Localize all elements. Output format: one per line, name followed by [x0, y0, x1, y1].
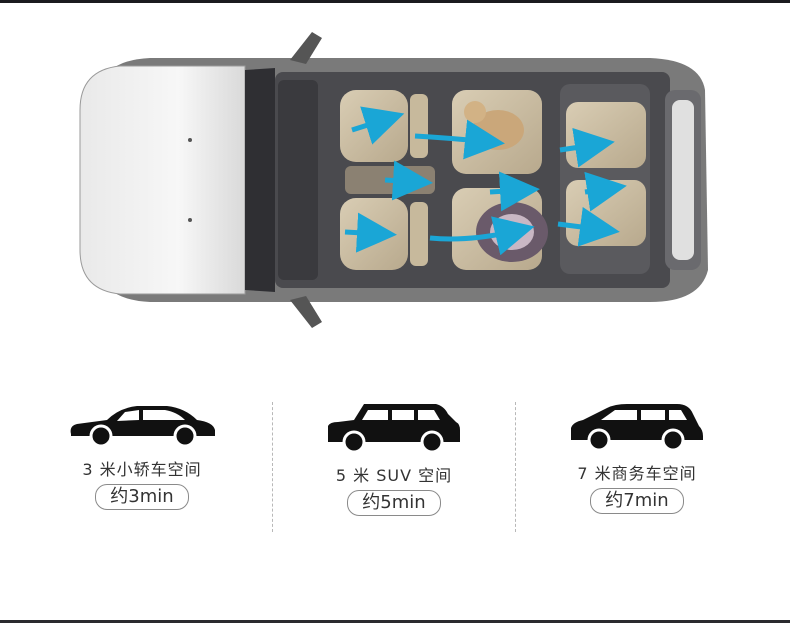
bottom-bar — [0, 620, 790, 623]
vehicle-size-label: 3 米小轿车空间 — [82, 460, 202, 479]
top-bar — [0, 0, 790, 3]
mpv-option: 7 米商务车空间 约7min — [537, 400, 737, 514]
mpv-silhouette-icon — [571, 404, 703, 450]
third-row-seat-left — [566, 102, 646, 168]
car-hood — [79, 65, 246, 295]
vehicle-size-label: 5 米 SUV 空间 — [335, 466, 453, 485]
column-divider — [515, 402, 516, 532]
charge-time-badge: 约3min — [95, 484, 189, 510]
sedan-silhouette-icon — [70, 406, 215, 446]
suv-option: 5 米 SUV 空间 约5min — [294, 400, 494, 516]
sedan-option: 3 米小轿车空间 约3min — [42, 400, 242, 510]
column-divider — [272, 402, 273, 532]
vehicle-size-label: 7 米商务车空间 — [577, 464, 697, 483]
charge-time-badge: 约5min — [347, 490, 441, 516]
car-interior-illustration — [60, 20, 740, 340]
suv-silhouette-icon — [328, 404, 460, 452]
front-seat-left — [340, 90, 408, 162]
charge-time-badge: 约7min — [590, 488, 684, 514]
flow-arrows — [344, 106, 627, 256]
